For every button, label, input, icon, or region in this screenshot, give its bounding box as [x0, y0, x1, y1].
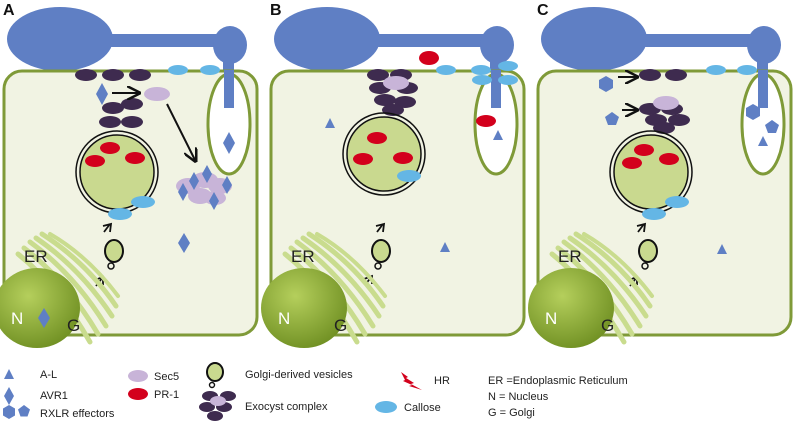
- golgi-vesicle-legend-icon: [206, 362, 224, 382]
- callose-legend-icon: [375, 401, 397, 413]
- vesicle-body: [342, 112, 426, 196]
- exocyst-legend-icon: [199, 391, 236, 421]
- avr1-icon: [178, 233, 190, 253]
- rxlr-icon: [605, 112, 619, 125]
- golgi-label: G: [334, 316, 347, 335]
- legend-sec5: Sec5: [154, 371, 179, 383]
- er-label: ER: [291, 247, 315, 266]
- avr1-legend-icon: [4, 387, 14, 405]
- vesicle-body: [609, 130, 693, 220]
- golgi-label: G: [67, 316, 80, 335]
- pr1-legend-icon: [128, 388, 148, 400]
- sec5-icon: [144, 87, 170, 101]
- hr-lightning-icon: [401, 372, 422, 390]
- callose: [436, 61, 518, 85]
- haustorium: [740, 70, 786, 176]
- legend-g-def: G = Golgi: [488, 407, 535, 419]
- legend-er-def: ER =Endoplasmic Reticulum: [488, 375, 628, 387]
- legend-rxlr: RXLR effectors: [40, 408, 115, 420]
- avr1-icon: [223, 132, 235, 154]
- sec5-icon: [383, 76, 409, 90]
- callose: [168, 65, 220, 75]
- er-label: ER: [558, 247, 582, 266]
- sec5-legend-icon: [128, 370, 148, 382]
- legend: A-L AVR1 RXLR effectors Sec5 PR-1 Golgi-…: [3, 362, 628, 421]
- er-label: ER: [24, 247, 48, 266]
- legend-hr: HR: [434, 375, 450, 387]
- sec5-icon: [653, 96, 679, 110]
- avr1-sec5-cluster: [176, 165, 232, 210]
- al-icon: [325, 118, 335, 128]
- callose: [706, 65, 757, 75]
- exocyst-complex: [75, 69, 151, 128]
- haustorium: [473, 70, 519, 176]
- vesicle-body: [75, 130, 159, 220]
- panel-letter: A: [3, 2, 15, 19]
- nucleus: [0, 268, 80, 348]
- legend-avr1: AVR1: [40, 390, 68, 402]
- avr1-icon: [38, 308, 50, 328]
- panel-letter: C: [537, 2, 549, 19]
- legend-callose: Callose: [404, 402, 441, 414]
- legend-golgi-vesicles: Golgi-derived vesicles: [245, 369, 353, 381]
- rxlr-legend-hexagon-icon: [3, 405, 15, 419]
- haustorium: [206, 70, 252, 176]
- al-icon: [440, 242, 450, 252]
- legend-exocyst: Exocyst complex: [245, 401, 328, 413]
- legend-n-def: N = Nucleus: [488, 391, 549, 403]
- panel-b: B: [261, 2, 526, 348]
- nucleus: [261, 268, 347, 348]
- golgi-label: G: [601, 316, 614, 335]
- panel-c: C: [528, 2, 793, 348]
- nucleus-label: N: [11, 309, 23, 328]
- al-legend-icon: [4, 369, 14, 379]
- nucleus-label: N: [545, 309, 557, 328]
- nucleus-label: N: [278, 309, 290, 328]
- al-icon: [717, 244, 727, 254]
- pr1-icon: [419, 51, 439, 65]
- avr1-icon: [96, 83, 108, 105]
- panel-a: A: [0, 2, 259, 348]
- nucleus: [528, 268, 614, 348]
- rxlr-icon: [599, 76, 613, 92]
- legend-al: A-L: [40, 369, 57, 381]
- panel-letter: B: [270, 2, 282, 19]
- rxlr-legend-pentagon-icon: [18, 405, 30, 417]
- legend-pr1: PR-1: [154, 389, 179, 401]
